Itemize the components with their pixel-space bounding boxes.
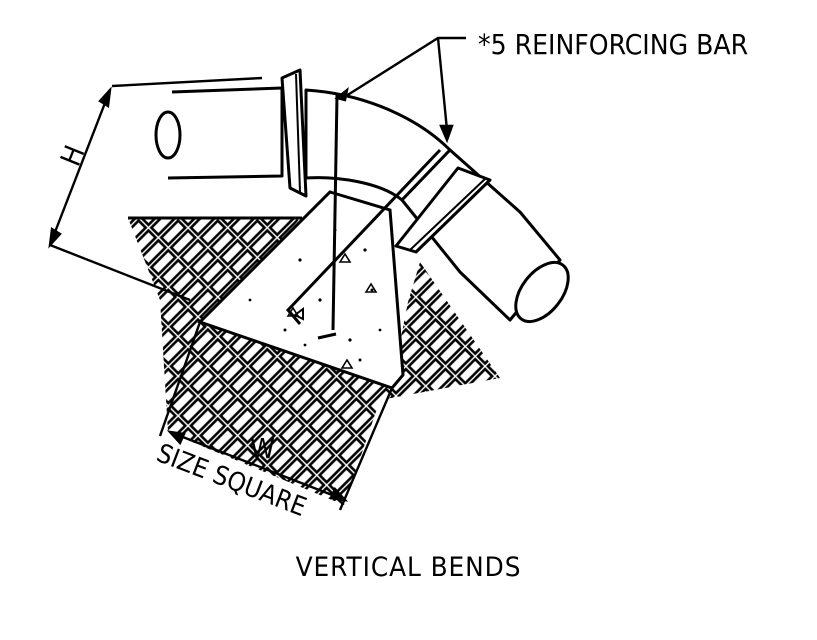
height-label: H xyxy=(54,141,92,171)
rebar-label: *5 REINFORCING BAR xyxy=(478,28,748,61)
height-dimension xyxy=(48,76,263,302)
width-dimension xyxy=(158,321,394,511)
figure-caption: VERTICAL BENDS xyxy=(295,552,522,583)
pipe-bend xyxy=(154,68,570,323)
rebar-leader xyxy=(334,36,466,144)
reinforcing-bars xyxy=(285,94,442,340)
width-label: W xyxy=(250,432,275,465)
